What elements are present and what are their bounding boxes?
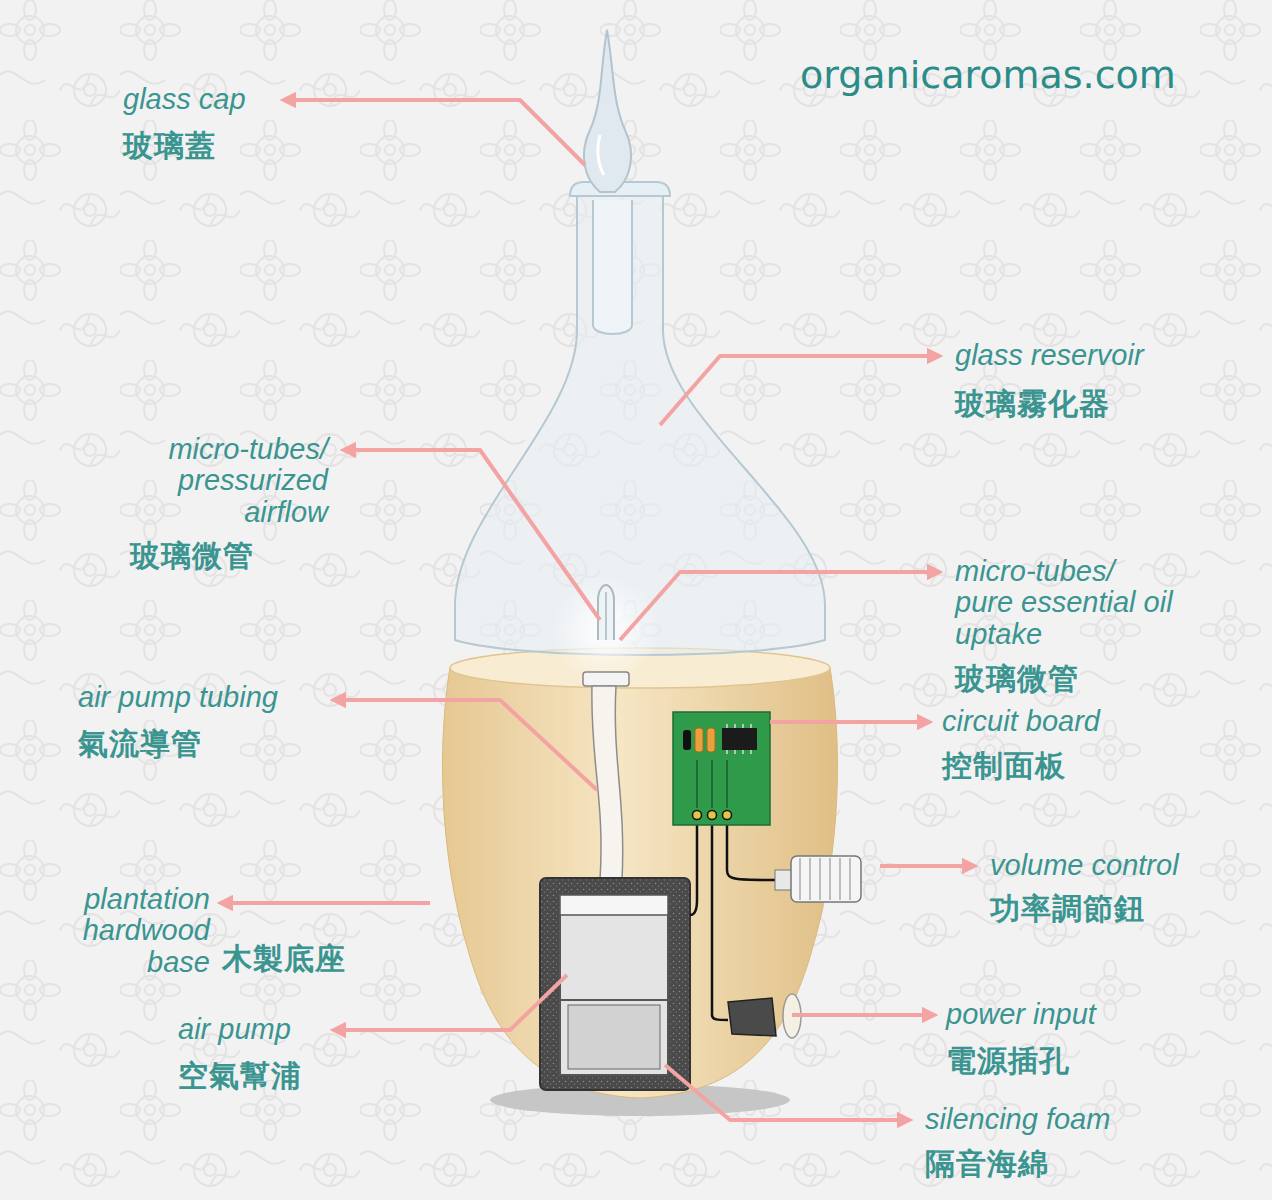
part-label: power input	[946, 999, 1096, 1030]
part-label-zh: 玻璃微管	[130, 540, 254, 572]
part-label-zh: 玻璃蓋	[123, 130, 216, 162]
part-label-zh: 玻璃霧化器	[955, 388, 1110, 420]
watermark: organicaromas.com	[800, 55, 1176, 96]
part-label: micro-tubes/ pure essential oil uptake	[955, 556, 1180, 650]
part-label: air pump	[178, 1014, 291, 1045]
part-label: silencing foam	[925, 1104, 1110, 1135]
part-label-zh: 氣流導管	[78, 728, 202, 760]
part-label: glass reservoir	[955, 340, 1144, 371]
part-label-zh: 電源插孔	[946, 1045, 1070, 1077]
part-label: volume control	[990, 850, 1179, 881]
part-label: glass cap	[123, 84, 246, 115]
part-label: circuit board	[942, 706, 1100, 737]
part-label: micro-tubes/ pressurized airflow	[116, 434, 328, 528]
part-label: plantation hardwood base	[48, 884, 210, 978]
part-label: air pump tubing	[78, 682, 278, 713]
part-label-zh: 功率調節鈕	[990, 893, 1145, 925]
part-label-zh: 控制面板	[942, 750, 1066, 782]
part-label-zh: 木製底座	[222, 943, 346, 975]
part-label-zh: 隔音海綿	[925, 1148, 1049, 1180]
part-label-zh: 玻璃微管	[955, 663, 1079, 695]
part-label-zh: 空氣幫浦	[178, 1060, 302, 1092]
